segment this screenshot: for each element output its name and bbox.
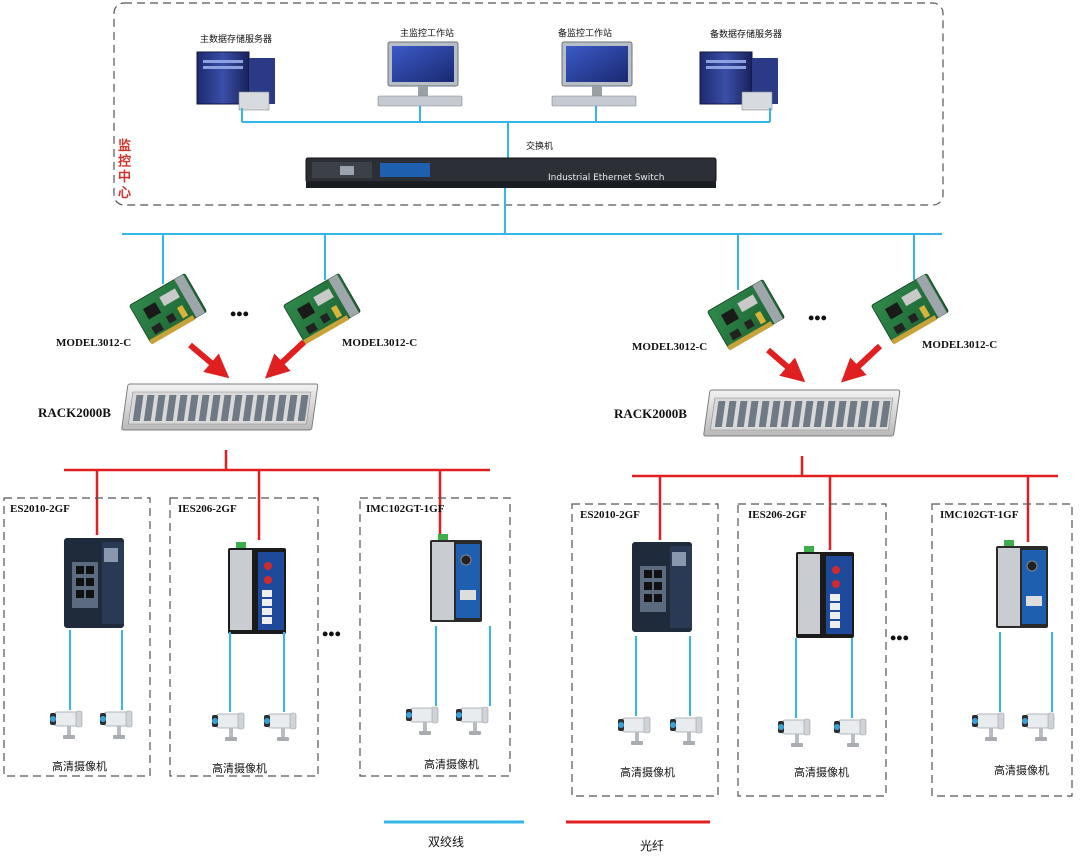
left-card-a-icon bbox=[128, 272, 208, 345]
right-group-2-model: IES206-2GF bbox=[748, 509, 807, 521]
control-twisted-pair-links bbox=[241, 106, 771, 160]
left-es2010-switch-icon bbox=[64, 538, 124, 628]
right-card-a-label: MODEL3012-C bbox=[632, 341, 707, 353]
main-storage-server-icon bbox=[196, 51, 276, 111]
left-camera-3a-icon bbox=[405, 706, 439, 736]
left-card-a-label: MODEL3012-C bbox=[56, 337, 131, 349]
left-group-3-boundary bbox=[359, 497, 511, 777]
left-rack-icon bbox=[121, 383, 319, 431]
right-es2010-switch-icon bbox=[632, 542, 692, 632]
right-fiber-bus bbox=[632, 456, 1058, 550]
legend-fiber-label: 光纤 bbox=[640, 839, 664, 853]
main-workstation-label: 主监控工作站 bbox=[400, 27, 454, 39]
left-group-2-model: IES206-2GF bbox=[178, 503, 237, 515]
right-branch: MODEL3012-C MODEL3012-C ••• RACK2000B ES… bbox=[571, 272, 1073, 797]
left-group-3-camera-label: 高清摄像机 bbox=[424, 757, 479, 771]
left-camera-1b-icon bbox=[99, 710, 133, 740]
right-group-dots: ••• bbox=[890, 628, 909, 648]
right-card-b-icon bbox=[870, 272, 950, 345]
legend: 双绞线 光纤 bbox=[384, 820, 710, 853]
left-camera-1a-icon bbox=[49, 710, 83, 740]
right-group-1-boundary bbox=[571, 503, 719, 797]
backup-storage-server-label: 备数据存储服务器 bbox=[710, 28, 782, 40]
left-imc102-switch-icon bbox=[429, 533, 483, 623]
left-card-b-label: MODEL3012-C bbox=[342, 337, 417, 349]
backup-storage-server-icon bbox=[699, 51, 779, 111]
left-group-1-boundary bbox=[3, 497, 151, 777]
left-camera-2b-icon bbox=[263, 712, 297, 742]
backup-workstation-icon bbox=[551, 41, 637, 107]
right-group-1-model: ES2010-2GF bbox=[580, 509, 640, 521]
right-card-arrows bbox=[766, 343, 883, 383]
switch-label: 交换机 bbox=[526, 140, 553, 152]
right-rack-label: RACK2000B bbox=[614, 406, 687, 421]
right-camera-2a-icon bbox=[777, 718, 811, 748]
left-camera-2a-icon bbox=[211, 712, 245, 742]
right-camera-3b-icon bbox=[1021, 712, 1055, 742]
right-group-2-camera-label: 高清摄像机 bbox=[794, 765, 849, 779]
left-group-1-camera-label: 高清摄像机 bbox=[52, 759, 107, 773]
right-card-b-label: MODEL3012-C bbox=[922, 339, 997, 351]
main-workstation-icon bbox=[377, 41, 463, 107]
left-camera-links bbox=[69, 626, 491, 712]
left-card-arrows bbox=[188, 339, 307, 379]
right-card-a-icon bbox=[706, 278, 786, 351]
main-storage-server-label: 主数据存储服务器 bbox=[200, 33, 272, 45]
backup-workstation-label: 备监控工作站 bbox=[558, 27, 612, 39]
left-rack-label: RACK2000B bbox=[38, 405, 111, 420]
legend-twisted-pair-label: 双绞线 bbox=[428, 834, 464, 849]
right-rack-icon bbox=[703, 389, 901, 437]
backbone-twisted-pair bbox=[122, 188, 942, 290]
right-camera-2b-icon bbox=[833, 718, 867, 748]
right-group-1-camera-label: 高清摄像机 bbox=[620, 765, 675, 779]
right-group-3-camera-label: 高清摄像机 bbox=[994, 763, 1049, 777]
left-branch: MODEL3012-C MODEL3012-C ••• RACK2000B ES… bbox=[3, 272, 511, 777]
left-card-dots: ••• bbox=[230, 304, 249, 324]
left-ies206-switch-icon bbox=[228, 542, 286, 634]
right-camera-1b-icon bbox=[669, 716, 703, 746]
right-camera-3a-icon bbox=[971, 712, 1005, 742]
left-group-dots: ••• bbox=[322, 624, 341, 644]
right-group-3-boundary bbox=[931, 503, 1073, 797]
right-ies206-switch-icon bbox=[796, 546, 854, 638]
right-group-3-model: IMC102GT-1GF bbox=[940, 509, 1019, 521]
left-group-2-camera-label: 高清摄像机 bbox=[212, 761, 267, 775]
left-group-1-model: ES2010-2GF bbox=[10, 503, 70, 515]
control-center-label: 监控中心 bbox=[118, 138, 131, 201]
left-group-3-model: IMC102GT-1GF bbox=[366, 503, 445, 515]
right-camera-1a-icon bbox=[617, 716, 651, 746]
right-group-2-boundary bbox=[737, 503, 887, 797]
left-card-b-icon bbox=[282, 272, 362, 345]
control-center: 监控中心 主数据存储服务器 主监控工作站 备监控工作站 备数据存储服务器 交换机 bbox=[113, 2, 944, 206]
control-center-boundary bbox=[113, 2, 944, 206]
left-group-2-boundary bbox=[169, 497, 319, 777]
right-card-dots: ••• bbox=[808, 308, 827, 328]
left-fiber-bus bbox=[64, 450, 490, 540]
right-imc102-switch-icon bbox=[995, 539, 1049, 629]
core-switch-icon bbox=[305, 157, 717, 188]
right-camera-links bbox=[635, 632, 1053, 718]
switch-panel-text: Industrial Ethernet Switch bbox=[548, 173, 664, 183]
left-camera-3b-icon bbox=[455, 706, 489, 736]
